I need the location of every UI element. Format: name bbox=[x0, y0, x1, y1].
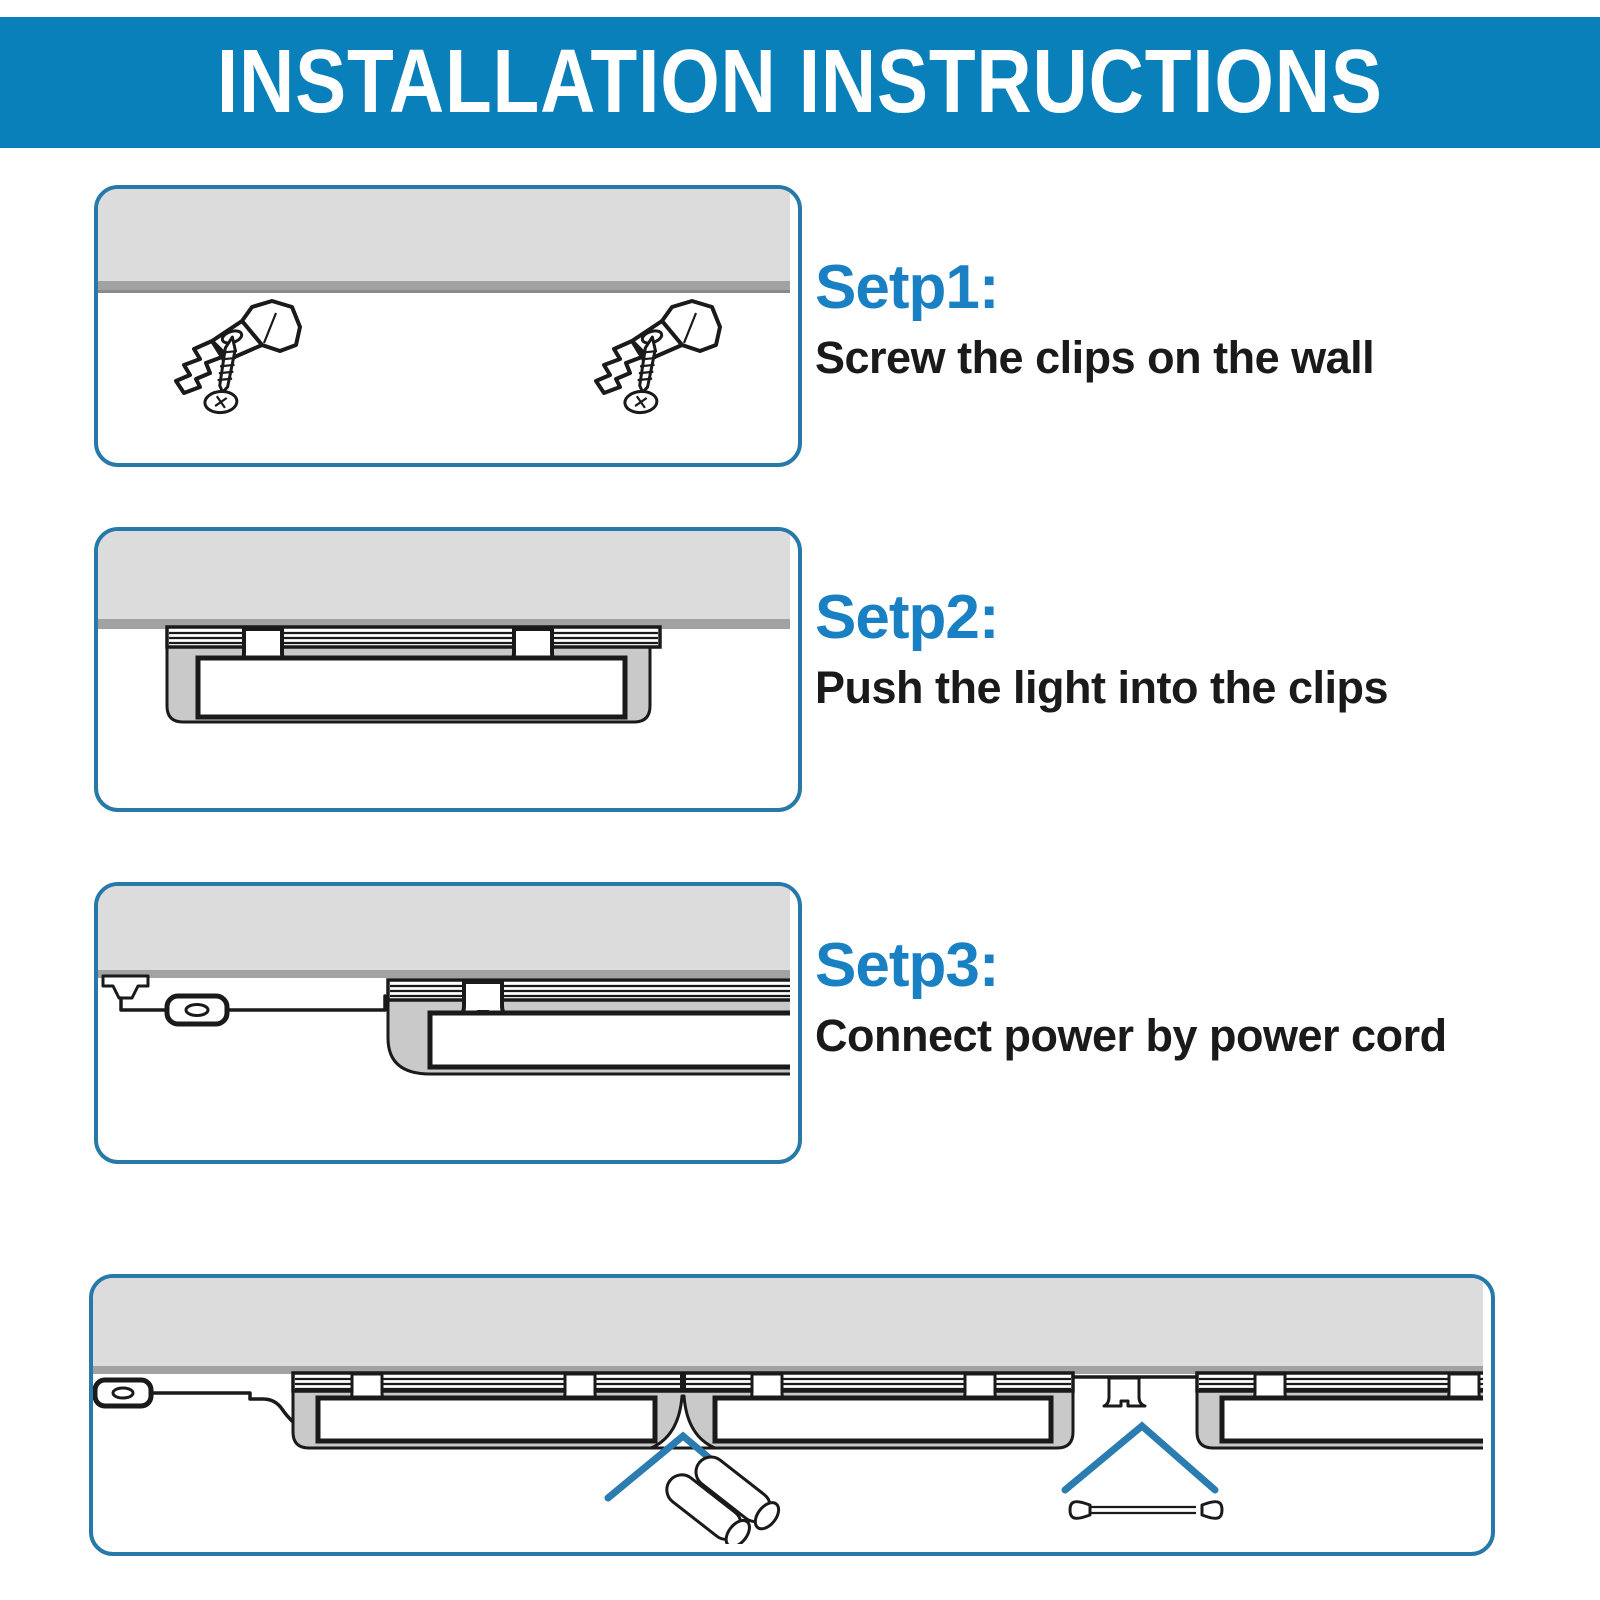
power-cord bbox=[149, 1391, 294, 1423]
step1-illustration-panel bbox=[94, 185, 802, 467]
page-header: INSTALLATION INSTRUCTIONS bbox=[0, 17, 1600, 148]
wall-edge-shadow bbox=[98, 290, 790, 293]
wall bbox=[98, 531, 790, 619]
combined-illustration bbox=[93, 1278, 1483, 1544]
step1-title: Setp1: bbox=[815, 253, 999, 322]
mounting-clip-icon bbox=[174, 299, 302, 395]
step2-caption: Setp2: Push the light into the clips bbox=[815, 583, 1389, 714]
led-light-fixture bbox=[165, 625, 662, 724]
mounting-clip-with-screw bbox=[174, 299, 302, 415]
page-title: INSTALLATION INSTRUCTIONS bbox=[217, 32, 1383, 132]
step3-title: Setp3: bbox=[815, 931, 999, 1000]
wall-edge-strip bbox=[93, 1366, 1483, 1374]
joint-valley bbox=[649, 1394, 717, 1450]
fixture-joint-seam bbox=[680, 1373, 686, 1391]
diffuser-lens bbox=[427, 1010, 790, 1070]
diffuser-lens bbox=[712, 1395, 1054, 1444]
power-cord bbox=[225, 994, 387, 1012]
step1-caption: Setp1: Screw the clips on the wall bbox=[815, 253, 1375, 384]
led-light-fixture bbox=[291, 1371, 1075, 1450]
mounting-clip-icon bbox=[594, 299, 722, 395]
chevron-up-icon bbox=[1061, 1421, 1219, 1494]
mounting-clip-with-screw bbox=[594, 299, 722, 415]
step1-illustration bbox=[98, 189, 790, 415]
linking-cord-icon bbox=[1068, 1500, 1224, 1520]
wall-edge-strip bbox=[98, 619, 790, 629]
power-plug-icon bbox=[101, 974, 150, 1000]
inline-switch-icon bbox=[164, 993, 230, 1027]
step3-illustration bbox=[98, 886, 790, 1076]
wall-edge-strip bbox=[98, 970, 790, 978]
step3-description: Connect power by power cord bbox=[815, 1009, 1447, 1061]
light-clip-icon bbox=[1102, 1376, 1147, 1408]
wall bbox=[93, 1278, 1483, 1366]
power-cord bbox=[119, 996, 169, 1012]
inline-switch-icon bbox=[93, 1377, 154, 1409]
step3-illustration-panel bbox=[94, 882, 802, 1164]
screw-icon bbox=[203, 335, 239, 415]
diffuser-lens bbox=[1219, 1395, 1483, 1444]
led-light-fixture bbox=[1195, 1371, 1483, 1450]
wall bbox=[98, 189, 790, 281]
step2-description: Push the light into the clips bbox=[815, 661, 1389, 713]
step2-illustration-panel bbox=[94, 527, 802, 812]
wall bbox=[98, 886, 790, 970]
step1-description: Screw the clips on the wall bbox=[815, 331, 1375, 383]
joint-connector-icon bbox=[665, 1455, 781, 1544]
screw-icon bbox=[623, 335, 659, 415]
led-light-fixture bbox=[386, 978, 790, 1076]
combined-installation-panel bbox=[89, 1274, 1495, 1556]
step2-illustration bbox=[98, 531, 790, 724]
diffuser-lens bbox=[195, 655, 628, 720]
diffuser-lens bbox=[315, 1395, 658, 1444]
step2-title: Setp2: bbox=[815, 583, 999, 652]
step3-caption: Setp3: Connect power by power cord bbox=[815, 931, 1447, 1062]
